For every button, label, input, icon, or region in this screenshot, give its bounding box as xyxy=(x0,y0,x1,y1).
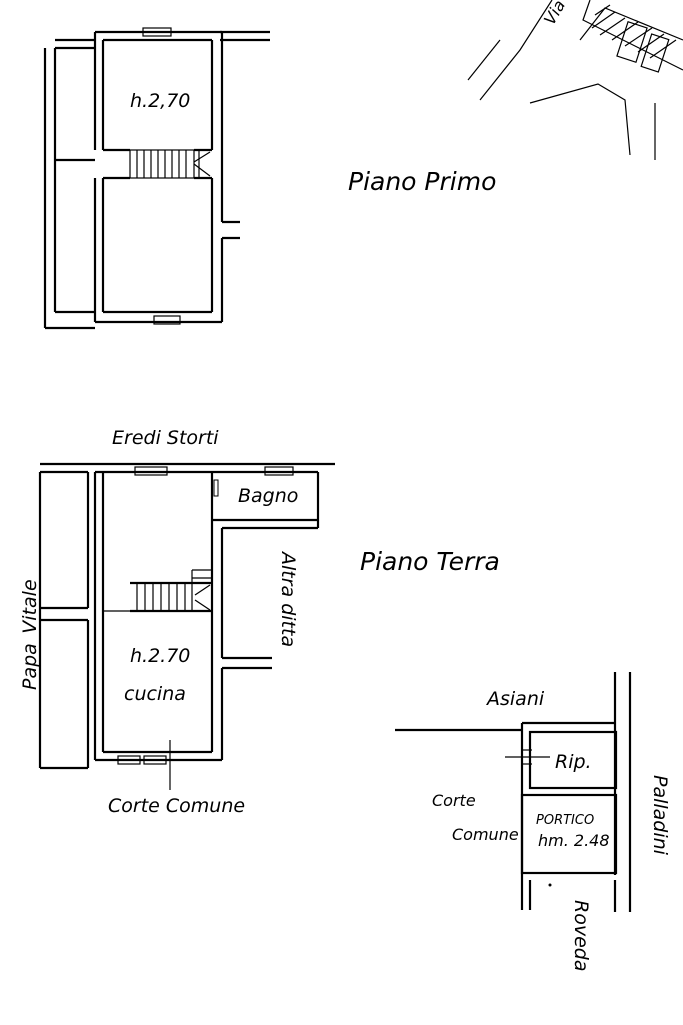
roveda-label: Roveda xyxy=(570,900,592,971)
altra-ditta-label: Altra ditta xyxy=(277,550,299,647)
rip-label: Rip. xyxy=(555,751,592,773)
first-floor-plan xyxy=(43,27,270,330)
first-floor-height-label: h.2,70 xyxy=(130,90,190,112)
comune-label: Comune xyxy=(452,825,519,844)
eredi-storti-label: Eredi Storti xyxy=(112,427,219,449)
portico-label: PORTICO xyxy=(536,813,594,828)
corte-comune-label: Corte Comune xyxy=(108,795,245,817)
portico-plan xyxy=(395,672,632,912)
ground-floor-plan xyxy=(38,462,335,790)
piano-primo-title: Piano Primo xyxy=(348,167,496,196)
portico-height-label: hm. 2.48 xyxy=(538,831,610,850)
bagno-label: Bagno xyxy=(238,485,298,507)
palladini-label: Palladini xyxy=(649,775,671,856)
ground-floor-height-label: h.2.70 xyxy=(130,645,190,667)
piano-terra-title: Piano Terra xyxy=(360,547,500,576)
papa-vitale-label: Papa_Vitale xyxy=(19,579,41,690)
cucina-label: cucina xyxy=(124,683,186,705)
corte-label: Corte xyxy=(432,791,476,810)
location-map xyxy=(467,0,683,160)
asiani-label: Asiani xyxy=(485,688,545,710)
via-label: Via xyxy=(540,0,569,28)
